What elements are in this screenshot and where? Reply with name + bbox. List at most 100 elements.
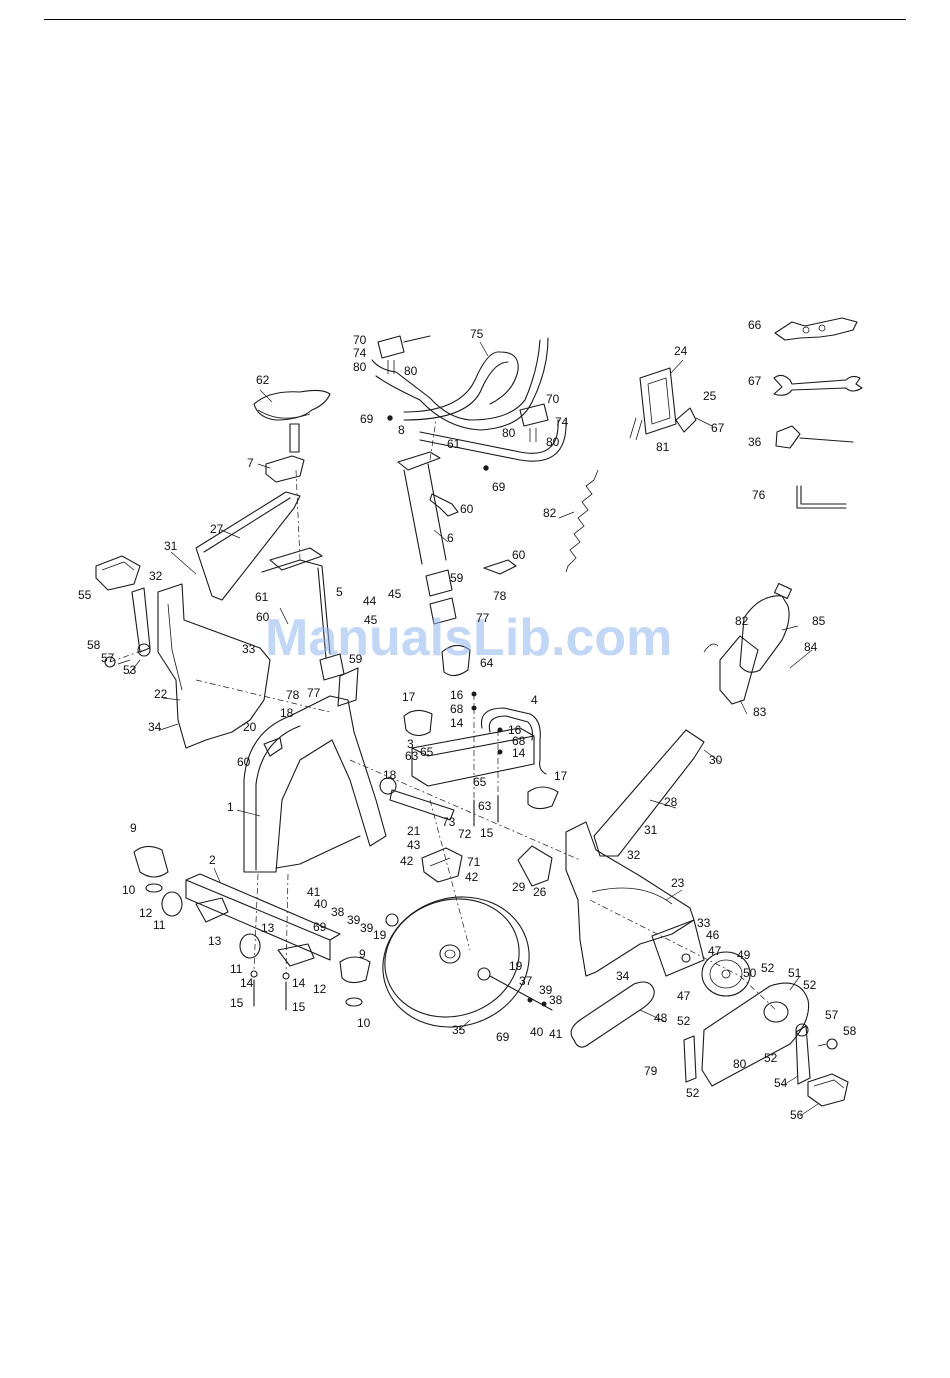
part-callout: 39 [347, 913, 361, 927]
part-callout: 12 [313, 982, 327, 996]
part-callout: 32 [627, 848, 641, 862]
brake-assembly-42-43 [421, 847, 463, 883]
base-bolts-15 [250, 970, 290, 1011]
part-callout: 11 [153, 918, 166, 932]
part-callout: 44 [363, 594, 377, 608]
part-callout: 53 [123, 663, 137, 677]
part-callout: 72 [458, 827, 472, 841]
part-callout: 47 [708, 944, 722, 958]
part-callout: 52 [761, 961, 775, 975]
handle-4 [480, 707, 547, 775]
part-callout: 33 [697, 916, 711, 930]
part-callout: 67 [711, 421, 725, 435]
seat-slider-7 [265, 455, 305, 483]
part-callout: 51 [788, 966, 802, 980]
part-callout: 38 [331, 905, 345, 919]
part-callout: 65 [420, 745, 434, 759]
part-callout: 68 [450, 702, 464, 716]
part-callout: 57 [825, 1008, 839, 1022]
part-callout: 18 [280, 706, 294, 720]
part-callout: 31 [164, 539, 178, 553]
part-callout: 67 [748, 374, 762, 388]
part-callout: 65 [473, 775, 487, 789]
right-crank-54 [795, 1023, 811, 1085]
cover-64 [441, 644, 471, 677]
right-pedal-56 [807, 1073, 849, 1107]
bolts-15-63 [471, 691, 503, 827]
part-callout: 1 [227, 800, 234, 814]
part-callout: 63 [478, 799, 492, 813]
part-callout: 80 [733, 1057, 747, 1071]
part-callout: 45 [364, 613, 378, 627]
part-callout: 61 [447, 437, 461, 451]
part-callout: 9 [359, 947, 366, 961]
part-callout: 13 [261, 921, 275, 935]
part-callout: 36 [748, 435, 762, 449]
pedal-bolt-right-57-58 [817, 1038, 838, 1050]
part-callout: 21 [407, 824, 421, 838]
part-callout: 56 [790, 1108, 804, 1122]
part-callout: 79 [644, 1064, 658, 1078]
adjustment-knobs-60 [263, 493, 517, 757]
seat-tube-5 [261, 547, 331, 659]
flywheel-hardware-19-37-41 [385, 913, 553, 1011]
part-callout: 68 [512, 734, 526, 748]
console-bracket-25 [675, 407, 713, 433]
part-callout: 16 [508, 723, 522, 737]
part-callout: 35 [452, 1023, 466, 1037]
part-callout: 17 [554, 769, 568, 783]
part-callout: 70 [546, 392, 560, 406]
part-callout: 34 [148, 720, 162, 734]
part-callout: 20 [243, 720, 257, 734]
part-callout: 37 [519, 974, 533, 988]
part-callout: 82 [735, 614, 749, 628]
part-callout: 27 [210, 522, 224, 536]
left-crank-53 [131, 587, 151, 657]
base-2 [185, 873, 341, 961]
part-callout: 76 [752, 488, 766, 502]
part-callout: 22 [154, 687, 168, 701]
part-callout: 2 [209, 853, 216, 867]
part-callout: 17 [402, 690, 416, 704]
armrest-screws-80 [387, 360, 537, 471]
part-callout: 82 [543, 506, 557, 520]
part-callout: 54 [774, 1076, 788, 1090]
part-callout: 8 [398, 423, 405, 437]
part-callout: 25 [703, 389, 717, 403]
part-callout: 40 [530, 1025, 544, 1039]
part-callout: 4 [531, 693, 538, 707]
part-callout: 81 [656, 440, 670, 454]
part-callout: 84 [804, 640, 818, 654]
part-callout: 61 [255, 590, 269, 604]
part-callout: 52 [764, 1051, 778, 1065]
open-wrench-tool-67 [773, 374, 863, 396]
part-callout: 34 [616, 969, 630, 983]
part-callout: 59 [450, 571, 464, 585]
part-callout: 69 [492, 480, 506, 494]
part-callout: 32 [149, 569, 163, 583]
part-callout: 70 [353, 333, 367, 347]
part-callout: 60 [256, 610, 270, 624]
part-callout: 78 [493, 589, 507, 603]
armrest-pads-70 [377, 335, 549, 427]
part-callout: 58 [87, 638, 101, 652]
handlebar-75 [371, 337, 567, 462]
part-callout: 24 [674, 344, 688, 358]
belt-48 [570, 981, 655, 1048]
part-callout: 64 [480, 656, 494, 670]
part-callout: 60 [512, 548, 526, 562]
part-callout: 28 [664, 795, 678, 809]
part-callout: 49 [737, 948, 751, 962]
part-callout: 40 [314, 897, 328, 911]
part-callout: 63 [405, 749, 419, 763]
part-callout: 52 [803, 978, 817, 992]
part-callout: 6 [447, 531, 454, 545]
part-callout: 26 [533, 885, 547, 899]
part-callout: 69 [313, 920, 327, 934]
part-callout: 83 [753, 705, 767, 719]
leader-lines [128, 341, 819, 1117]
part-callout: 9 [130, 821, 137, 835]
slider-3 [411, 727, 535, 787]
